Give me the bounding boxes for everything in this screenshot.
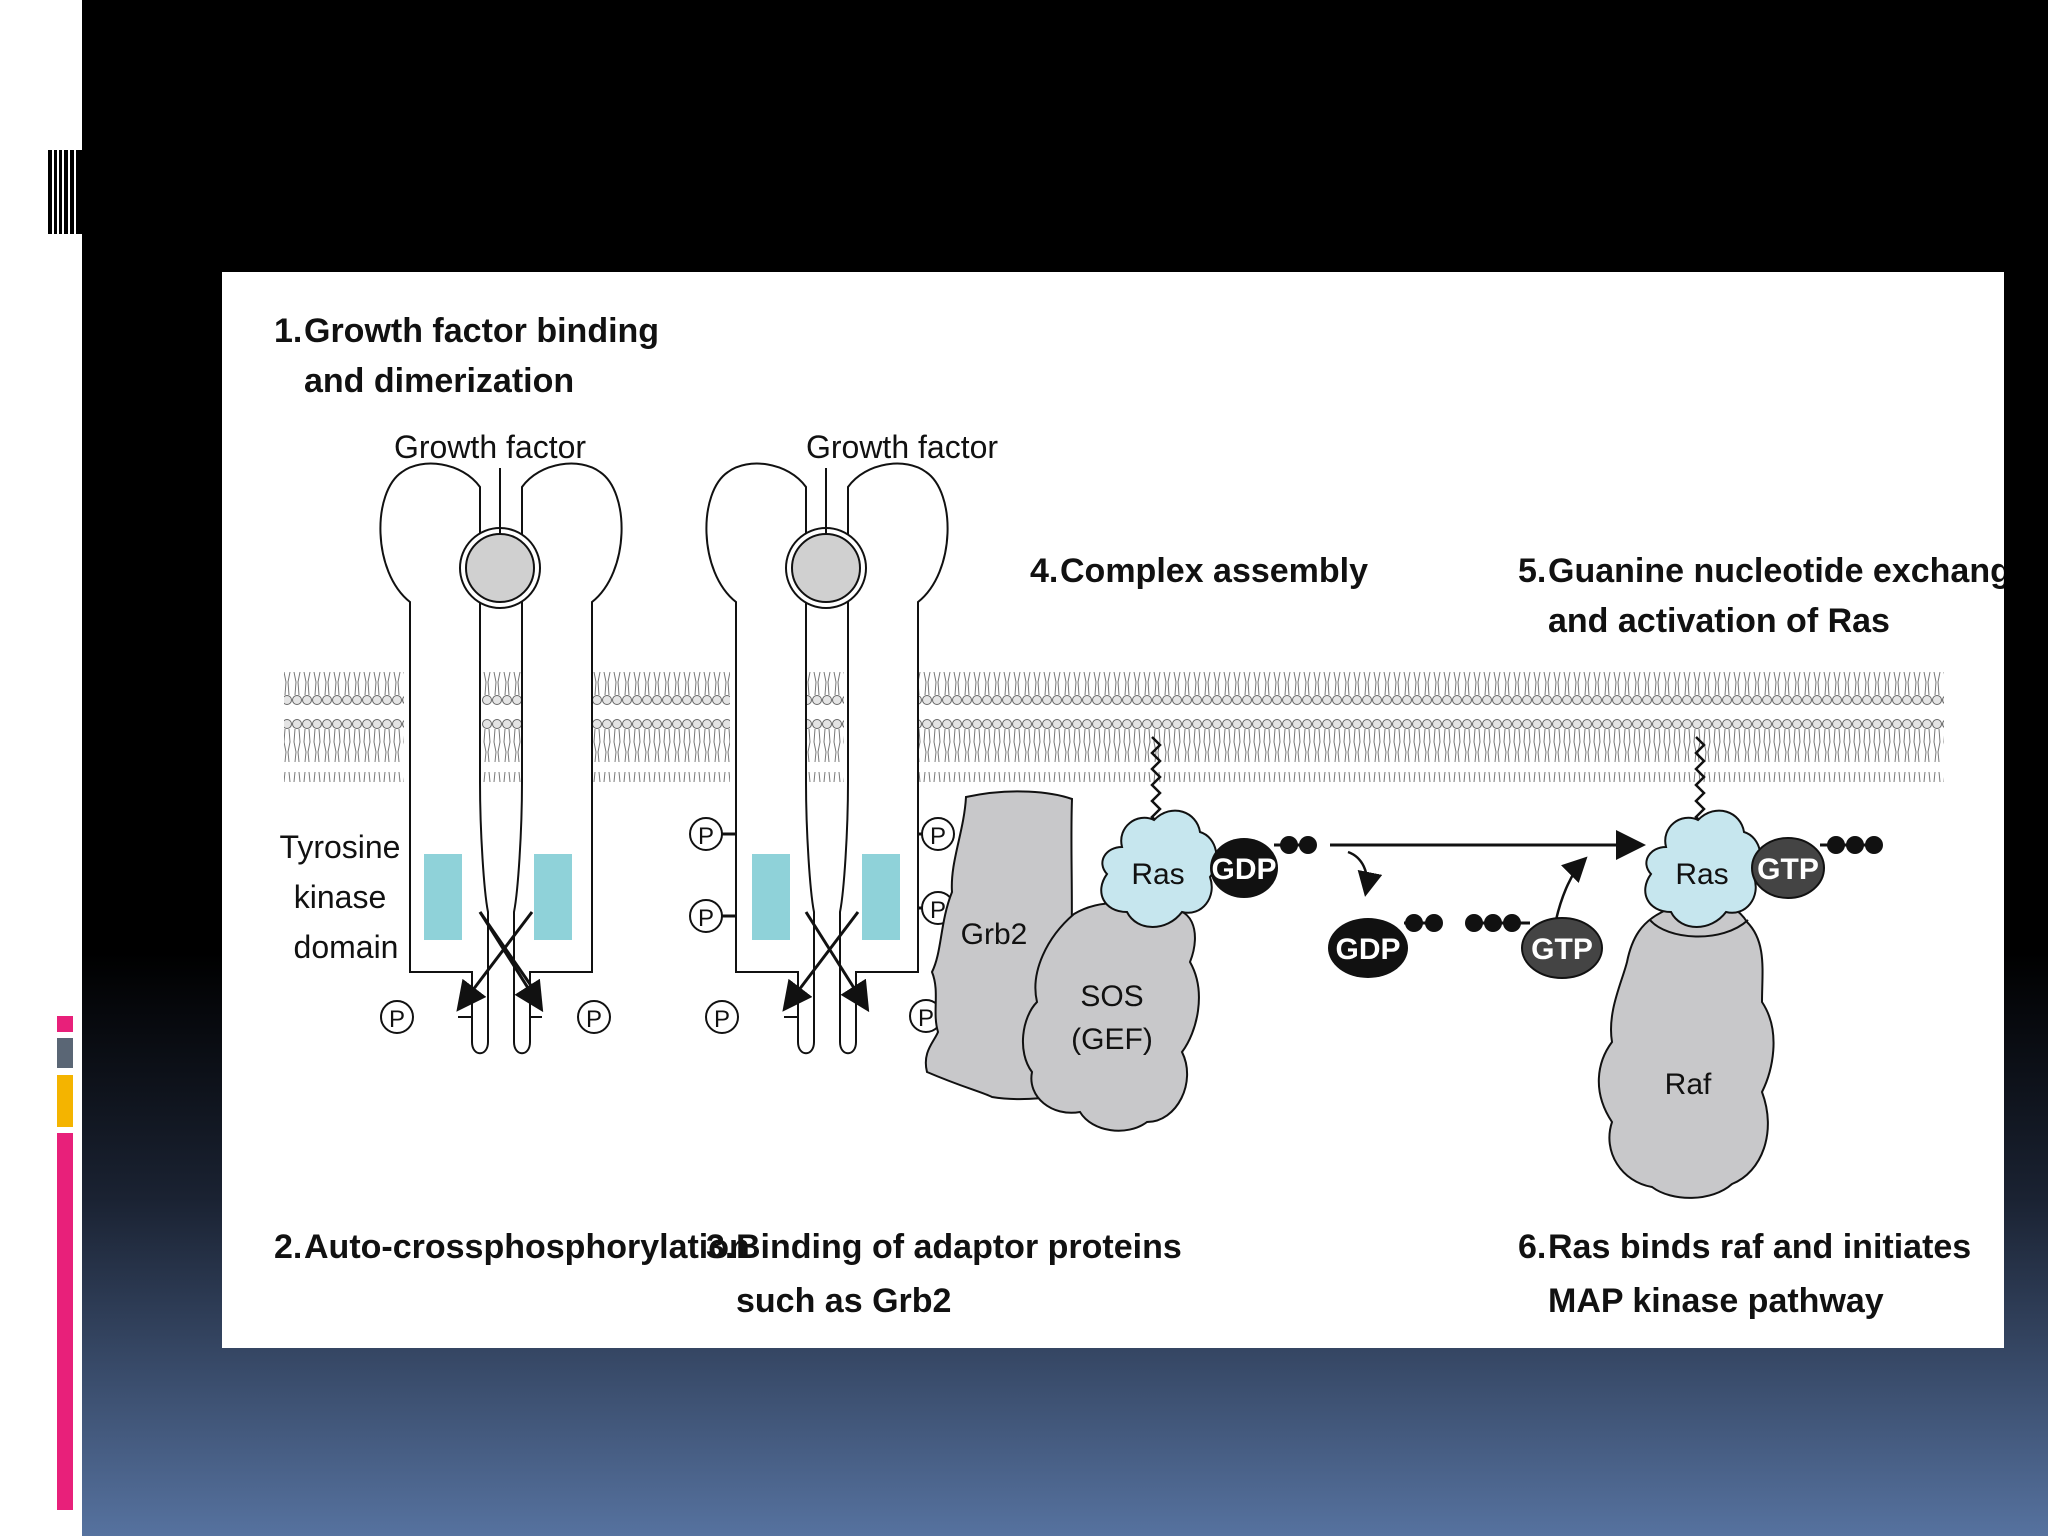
step-3-caption: 3. Binding of adaptor proteins such as G… <box>706 1228 1182 1320</box>
growth-factor-ligand <box>465 533 535 603</box>
step-text: Growth factor binding <box>304 312 659 350</box>
raf-protein <box>1597 898 1775 1199</box>
phosphate-icon <box>577 1000 611 1034</box>
phosphate-label: P <box>714 1006 730 1033</box>
cross-arrow <box>804 911 870 1013</box>
diagram-panel: P P P P P P P P Grb2 <box>222 272 2004 1348</box>
ras-pathway-diagram: P P P P P P P P Grb2 <box>274 312 2004 1320</box>
ras-lipid-anchor <box>1150 736 1162 826</box>
accent-bar <box>57 1016 73 1510</box>
tyrosine-kinase-label: kinase <box>294 879 387 915</box>
step-text: Binding of adaptor proteins <box>736 1228 1182 1266</box>
phosphate-icon <box>705 1000 739 1034</box>
step-1-caption: 1. Growth factor binding and dimerizatio… <box>274 312 659 400</box>
phosphate-label: P <box>930 897 946 924</box>
kinase-domain-box <box>424 854 462 940</box>
tyrosine-kinase-label: Tyrosine <box>280 829 401 865</box>
step-text: Guanine nucleotide exchange <box>1548 552 2004 590</box>
membrane-segment <box>590 672 730 782</box>
cell-membrane <box>284 672 1944 782</box>
phosphate-label: P <box>586 1006 602 1033</box>
membrane-segment <box>482 672 522 782</box>
step-number: 2. <box>274 1228 302 1266</box>
phosphate-label: P <box>389 1006 405 1033</box>
step-text: MAP kinase pathway <box>1548 1282 1884 1320</box>
step-text: and dimerization <box>304 362 574 400</box>
step-4-caption: 4. Complex assembly <box>1030 552 1368 590</box>
step-number: 5. <box>1518 552 1546 590</box>
step-number: 6. <box>1518 1228 1546 1266</box>
step-text: and activation of Ras <box>1548 602 1890 640</box>
ras-label: Ras <box>1131 858 1184 891</box>
phosphate-icon <box>380 1000 414 1034</box>
step-text: Auto-crossphosphorylation <box>304 1228 750 1266</box>
step-6-caption: 6. Ras binds raf and initiates MAP kinas… <box>1518 1228 1971 1320</box>
growth-factor-label-left: Growth factor <box>394 429 586 465</box>
title-rule-icon <box>48 150 82 234</box>
phosphate-label: P <box>930 823 946 850</box>
gtp-bound-badge <box>1751 837 1825 899</box>
receptor-dimer-2: P P P P P P <box>689 462 955 1055</box>
grb2-label: Grb2 <box>961 918 1028 951</box>
ras-label: Ras <box>1675 858 1728 891</box>
phosphate-icon <box>689 817 723 851</box>
free-gtp-label: GTP <box>1531 933 1593 966</box>
ras-lipid-anchor <box>1694 736 1706 826</box>
cross-arrow <box>782 911 860 1012</box>
phosphate-dots <box>1820 836 1883 854</box>
step-text: Ras binds raf and initiates <box>1548 1228 1971 1266</box>
phosphate-label: P <box>698 905 714 932</box>
free-gtp-badge <box>1521 917 1603 979</box>
cross-arrow <box>456 911 534 1012</box>
step-number: 3. <box>706 1228 734 1266</box>
gdp-release-arrow <box>1347 850 1383 897</box>
kinase-domain-box <box>862 854 900 940</box>
gdp-bound-label: GDP <box>1211 853 1276 886</box>
step-number: 1. <box>274 312 302 350</box>
phosphate-icon <box>921 817 955 851</box>
gtp-uptake-arrow <box>1554 856 1588 921</box>
cross-arrow <box>478 911 544 1013</box>
step-5-caption: 5. Guanine nucleotide exchange and activ… <box>1518 552 2004 640</box>
step-2-caption: 2. Auto-crossphosphorylation <box>274 1228 750 1266</box>
phosphate-dots <box>1465 914 1530 932</box>
kinase-domain-box <box>752 854 790 940</box>
ras-protein <box>1100 809 1218 928</box>
membrane-segment <box>804 672 844 782</box>
step-text: Complex assembly <box>1060 552 1368 590</box>
growth-factor-label-right: Growth factor <box>806 429 998 465</box>
receptor-dimer-1: P P <box>379 462 623 1055</box>
growth-factor-ligand <box>791 533 861 603</box>
free-gdp-badge <box>1328 918 1408 978</box>
phosphate-dots <box>1274 836 1317 854</box>
tyrosine-kinase-label: domain <box>294 929 399 965</box>
gtp-bound-label: GTP <box>1757 853 1819 886</box>
kinase-domain-box <box>534 854 572 940</box>
step-number: 4. <box>1030 552 1058 590</box>
sos-gef-protein <box>1021 901 1200 1132</box>
step-text: such as Grb2 <box>736 1282 951 1320</box>
raf-label: Raf <box>1665 1068 1712 1101</box>
phosphate-label: P <box>918 1005 934 1032</box>
membrane-segment <box>284 672 404 782</box>
phosphate-icon <box>689 899 723 933</box>
sos-label: SOS <box>1080 980 1143 1013</box>
membrane-segment <box>914 672 1944 782</box>
phosphate-dots <box>1404 914 1443 932</box>
free-gdp-label: GDP <box>1335 933 1400 966</box>
phosphate-label: P <box>698 823 714 850</box>
gdp-bound-badge <box>1210 838 1278 898</box>
ras-protein-active <box>1644 809 1762 928</box>
gef-label: (GEF) <box>1071 1023 1153 1056</box>
